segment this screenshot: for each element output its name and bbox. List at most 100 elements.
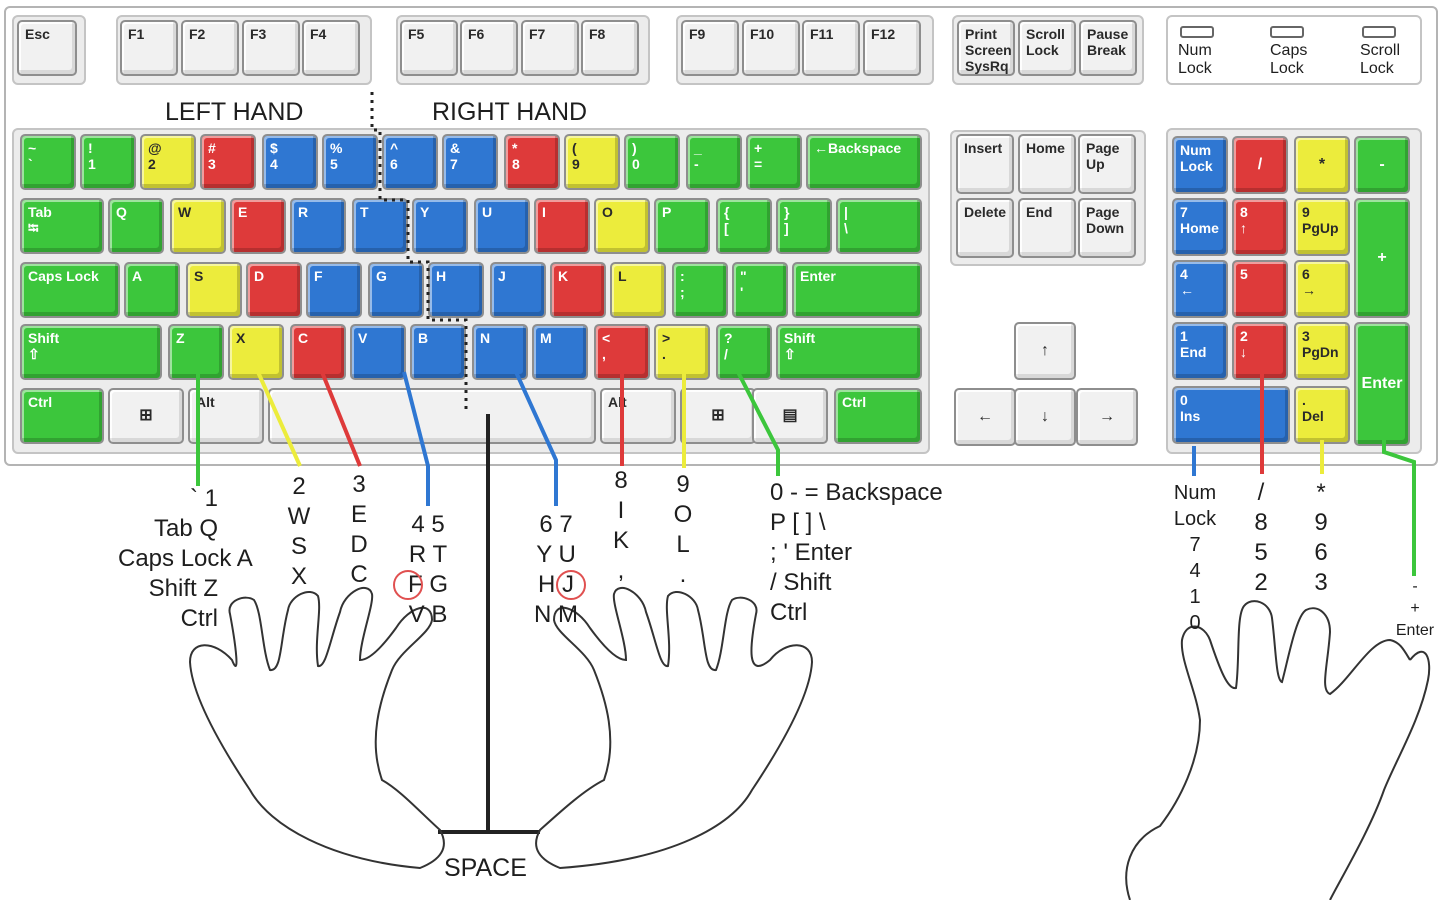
key-u[interactable]: U	[474, 198, 530, 254]
key-k3[interactable]: # 3	[200, 134, 256, 190]
key-nminus[interactable]: -	[1354, 136, 1410, 194]
key-ralt[interactable]: Alt	[600, 388, 676, 444]
key-numlock[interactable]: Num Lock	[1172, 136, 1228, 194]
key-p[interactable]: P	[654, 198, 710, 254]
key-slash[interactable]: ? /	[716, 324, 772, 380]
key-quote[interactable]: " '	[732, 262, 788, 318]
key-space[interactable]	[268, 388, 596, 444]
key-k0[interactable]: ) 0	[624, 134, 680, 190]
key-q[interactable]: Q	[108, 198, 164, 254]
key-scrlk[interactable]: Scroll Lock	[1018, 20, 1076, 76]
key-f7[interactable]: F7	[521, 20, 579, 76]
key-g[interactable]: G	[368, 262, 424, 318]
key-down[interactable]: ↓	[1014, 388, 1076, 446]
key-x[interactable]: X	[228, 324, 284, 380]
key-f6[interactable]: F6	[460, 20, 518, 76]
key-f11[interactable]: F11	[802, 20, 860, 76]
key-lbrack[interactable]: { [	[716, 198, 772, 254]
key-k5[interactable]: % 5	[322, 134, 378, 190]
key-k1[interactable]: ! 1	[80, 134, 136, 190]
key-f10[interactable]: F10	[742, 20, 800, 76]
key-n6[interactable]: 6 →	[1294, 260, 1350, 318]
key-equal[interactable]: + =	[746, 134, 802, 190]
key-f9[interactable]: F9	[681, 20, 739, 76]
key-prtsc[interactable]: Print Screen SysRq	[957, 20, 1015, 76]
key-f1[interactable]: F1	[120, 20, 178, 76]
key-n2[interactable]: 2 ↓	[1232, 322, 1288, 380]
key-m[interactable]: M	[532, 324, 588, 380]
key-backspace[interactable]: ←Backspace	[806, 134, 922, 190]
key-f2[interactable]: F2	[181, 20, 239, 76]
key-w[interactable]: W	[170, 198, 226, 254]
key-esc[interactable]: Esc	[17, 20, 77, 76]
key-nmul[interactable]: *	[1294, 136, 1350, 194]
key-rbrack[interactable]: } ]	[776, 198, 832, 254]
key-lwin[interactable]: ⊞	[108, 388, 184, 444]
key-k2[interactable]: @ 2	[140, 134, 196, 190]
key-k4[interactable]: $ 4	[262, 134, 318, 190]
key-e[interactable]: E	[230, 198, 286, 254]
key-enter[interactable]: Enter	[792, 262, 922, 318]
key-ndiv[interactable]: /	[1232, 136, 1288, 194]
key-nenter[interactable]: Enter	[1354, 322, 1410, 446]
key-lshift[interactable]: Shift ⇧	[20, 324, 162, 380]
key-left[interactable]: ←	[954, 388, 1016, 446]
key-tab[interactable]: Tab ⭾	[20, 198, 104, 254]
key-f4[interactable]: F4	[302, 20, 360, 76]
key-n5[interactable]: 5	[1232, 260, 1288, 318]
key-f[interactable]: F	[306, 262, 362, 318]
key-rctrl[interactable]: Ctrl	[834, 388, 922, 444]
key-t[interactable]: T	[352, 198, 408, 254]
key-s[interactable]: S	[186, 262, 242, 318]
key-menu[interactable]: ▤	[752, 388, 828, 444]
key-period[interactable]: > .	[654, 324, 710, 380]
key-n9[interactable]: 9 PgUp	[1294, 198, 1350, 256]
key-n1[interactable]: 1 End	[1172, 322, 1228, 380]
key-v[interactable]: V	[350, 324, 406, 380]
key-f5[interactable]: F5	[400, 20, 458, 76]
key-caps[interactable]: Caps Lock	[20, 262, 120, 318]
key-k8[interactable]: * 8	[504, 134, 560, 190]
key-f8[interactable]: F8	[581, 20, 639, 76]
key-pgdn[interactable]: Page Down	[1078, 198, 1136, 258]
key-d[interactable]: D	[246, 262, 302, 318]
key-right[interactable]: →	[1076, 388, 1138, 446]
key-n3[interactable]: 3 PgDn	[1294, 322, 1350, 380]
key-b[interactable]: B	[410, 324, 466, 380]
key-f3[interactable]: F3	[242, 20, 300, 76]
key-semi[interactable]: : ;	[672, 262, 728, 318]
key-lalt[interactable]: Alt	[188, 388, 264, 444]
key-k9[interactable]: ( 9	[564, 134, 620, 190]
key-n8[interactable]: 8 ↑	[1232, 198, 1288, 256]
key-pause[interactable]: Pause Break	[1079, 20, 1137, 76]
key-n7[interactable]: 7 Home	[1172, 198, 1228, 256]
key-rshift[interactable]: Shift ⇧	[776, 324, 922, 380]
key-n[interactable]: N	[472, 324, 528, 380]
key-y[interactable]: Y	[412, 198, 468, 254]
key-r[interactable]: R	[290, 198, 346, 254]
key-o[interactable]: O	[594, 198, 650, 254]
key-delete[interactable]: Delete	[956, 198, 1014, 258]
key-minus[interactable]: _ -	[686, 134, 742, 190]
key-lctrl[interactable]: Ctrl	[20, 388, 104, 444]
key-f12[interactable]: F12	[863, 20, 921, 76]
key-end[interactable]: End	[1018, 198, 1076, 258]
key-k[interactable]: K	[550, 262, 606, 318]
key-pgup[interactable]: Page Up	[1078, 134, 1136, 194]
key-i[interactable]: I	[534, 198, 590, 254]
key-z[interactable]: Z	[168, 324, 224, 380]
key-k6[interactable]: ^ 6	[382, 134, 438, 190]
key-n0[interactable]: 0 Ins	[1172, 386, 1290, 444]
key-a[interactable]: A	[124, 262, 180, 318]
key-j[interactable]: J	[490, 262, 546, 318]
key-rwin[interactable]: ⊞	[680, 388, 756, 444]
key-insert[interactable]: Insert	[956, 134, 1014, 194]
key-home[interactable]: Home	[1018, 134, 1076, 194]
key-comma[interactable]: < ,	[594, 324, 650, 380]
key-bslash[interactable]: | \	[836, 198, 922, 254]
key-tilde[interactable]: ~ `	[20, 134, 76, 190]
key-n4[interactable]: 4 ←	[1172, 260, 1228, 318]
key-k7[interactable]: & 7	[442, 134, 498, 190]
key-l[interactable]: L	[610, 262, 666, 318]
key-up[interactable]: ↑	[1014, 322, 1076, 380]
